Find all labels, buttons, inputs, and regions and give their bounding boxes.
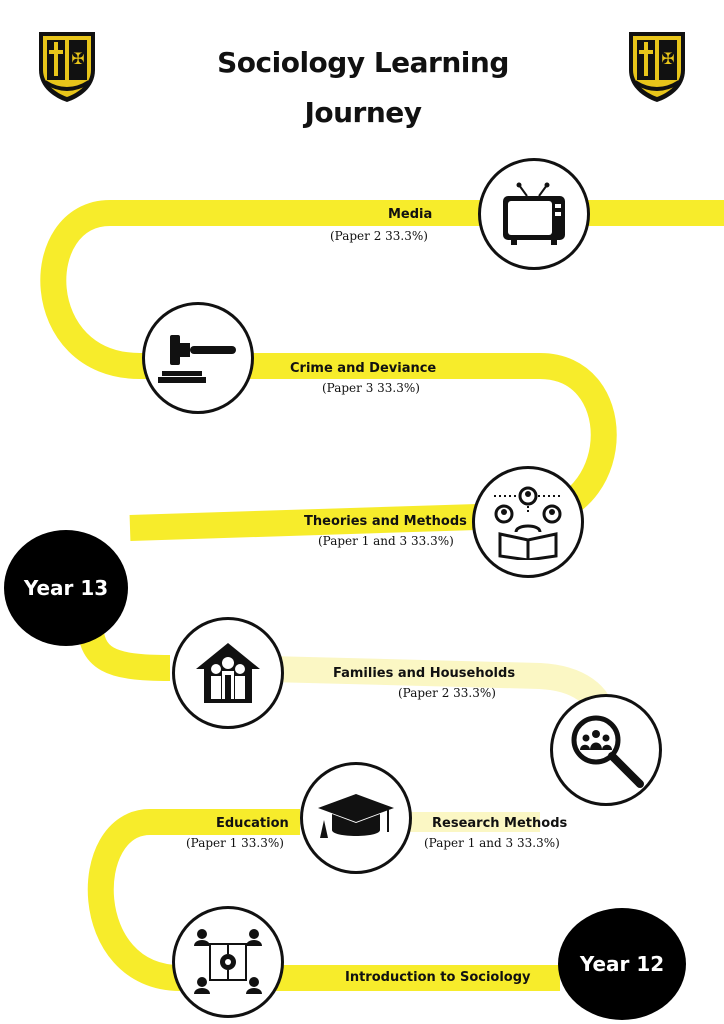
year-13-badge: Year 13 [4,530,128,646]
television-icon [503,182,565,245]
page-title-line1: Sociology Learning [217,46,509,79]
topic-crime-paper: (Paper 3 33.3%) [322,381,420,395]
svg-text:✠: ✠ [71,49,84,68]
topic-families-name: Families and Households [333,666,516,681]
topic-education-name: Education [216,816,289,831]
family-house-icon [196,643,260,703]
topic-intro-name: Introduction to Sociology [345,970,531,985]
education-icon-circle [300,762,412,874]
topic-research-paper: (Paper 1 and 3 33.3%) [424,836,560,850]
gavel-icon [158,335,236,383]
topic-education-paper: (Paper 1 33.3%) [186,836,284,850]
research-icon-circle [550,694,662,806]
topic-research-name: Research Methods [432,816,568,831]
magnifier-people-icon [571,715,644,788]
school-crest-right: ✠ [625,30,689,104]
topic-theories-paper: (Paper 1 and 3 33.3%) [318,534,454,548]
topic-media-name: Media [388,207,433,222]
intro-icon-circle [172,906,284,1018]
topic-crime-name: Crime and Deviance [290,361,437,376]
crime-icon-circle [142,302,254,414]
families-icon-circle [172,617,284,729]
topic-families-paper: (Paper 2 33.3%) [398,686,496,700]
graduation-cap-icon [318,794,394,838]
theories-icon-circle [472,466,584,578]
school-crest-left: ✠ [35,30,99,104]
topic-media-paper: (Paper 2 33.3%) [330,229,428,243]
svg-text:✠: ✠ [661,49,674,68]
network-people-icon [194,929,262,994]
topic-theories-name: Theories and Methods [304,514,467,529]
page-title-line2: Journey [304,96,422,129]
media-icon-circle [478,158,590,270]
year-12-badge: Year 12 [558,908,686,1020]
people-reading-icon [494,486,562,560]
